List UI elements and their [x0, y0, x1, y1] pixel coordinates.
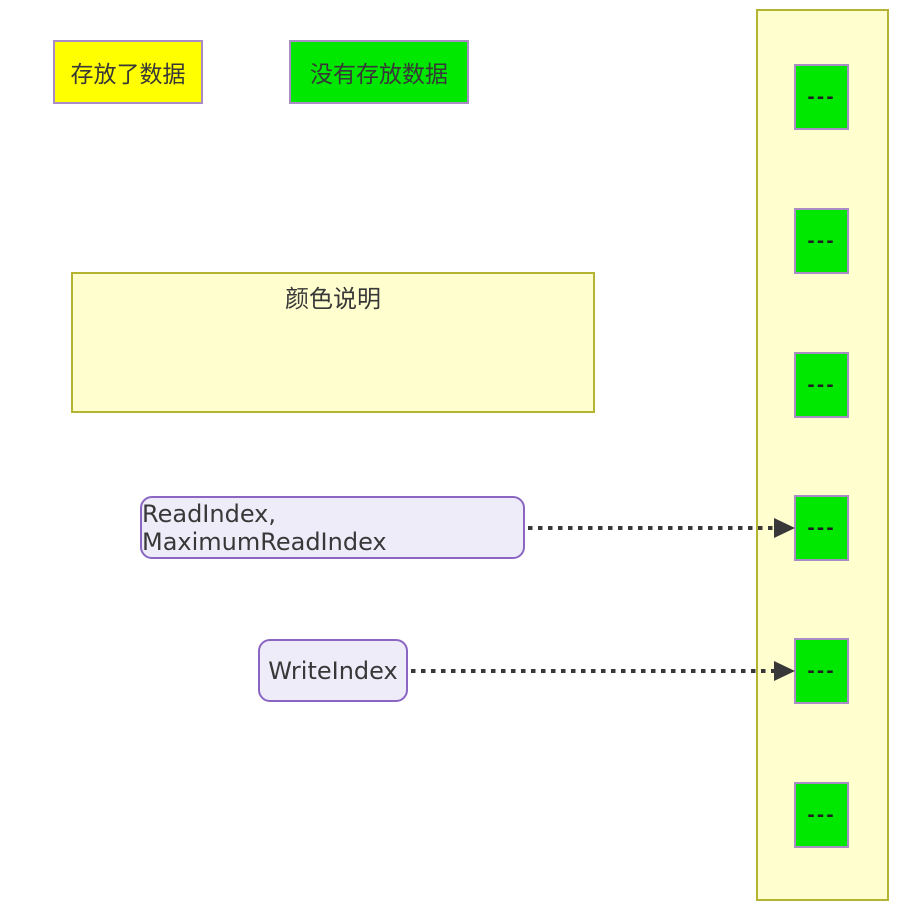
legend-box: 颜色说明 [71, 272, 595, 413]
buffer-cell: --- [794, 352, 849, 418]
buffer-cell: --- [794, 208, 849, 274]
buffer-cell: --- [794, 64, 849, 130]
legend-swatch-empty: 没有存放数据 [289, 40, 469, 104]
buffer-cell: --- [794, 782, 849, 848]
writeindex-label: WriteIndex [258, 639, 408, 702]
buffer-column [756, 9, 889, 901]
legend-title: 颜色说明 [285, 285, 381, 313]
buffer-cell: --- [794, 495, 849, 561]
buffer-cell: --- [794, 638, 849, 704]
legend-swatch-filled: 存放了数据 [53, 40, 203, 104]
readindex-arrow [528, 518, 795, 538]
writeindex-arrow [411, 661, 795, 681]
readindex-label: ReadIndex, MaximumReadIndex [140, 496, 525, 559]
